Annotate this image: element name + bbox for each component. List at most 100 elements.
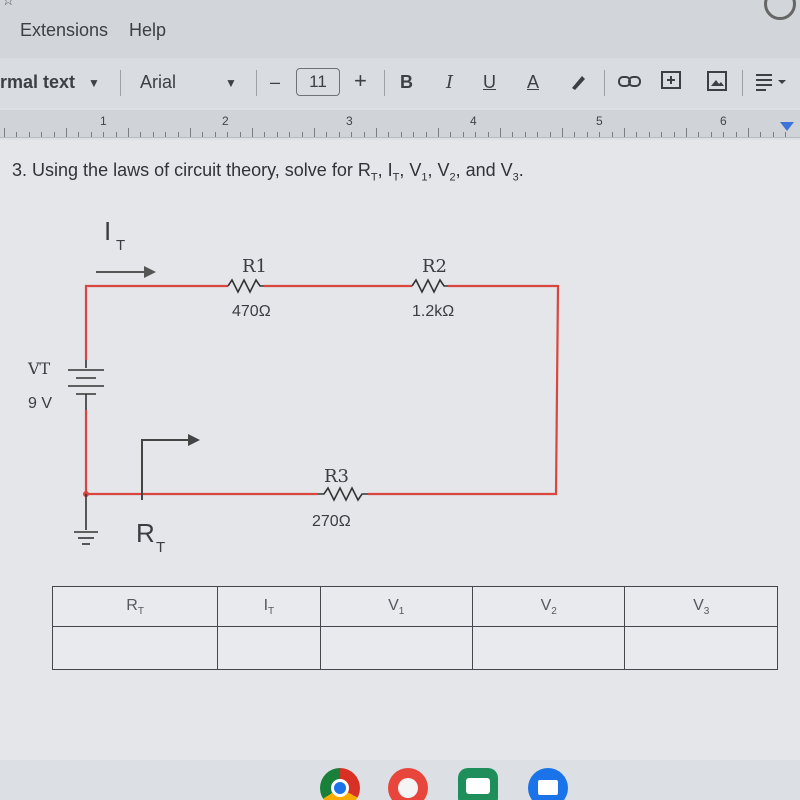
- ruler-tick: [748, 128, 749, 137]
- resistor-r2: R2 1.2kΩ: [411, 256, 454, 320]
- menu-bar: ☆ Extensions Help: [0, 0, 800, 58]
- question-part: , V: [427, 160, 450, 180]
- decrease-font-button[interactable]: –: [270, 72, 281, 92]
- answer-cell-rt[interactable]: [51, 626, 219, 670]
- style-select[interactable]: rmal text: [0, 72, 76, 92]
- divider: [604, 70, 605, 96]
- ruler-tick: [524, 132, 526, 137]
- r2-value: 1.2kΩ: [412, 303, 454, 320]
- italic-button[interactable]: I: [446, 72, 454, 93]
- star-icon[interactable]: ☆: [2, 0, 15, 8]
- ruler-number: 3: [346, 114, 353, 128]
- header-v2: V2: [471, 585, 626, 628]
- ruler-tick: [710, 132, 712, 137]
- ruler-number: 6: [720, 114, 727, 128]
- battery-icon: [68, 360, 104, 410]
- ruler-tick: [103, 132, 105, 137]
- ruler-tick: [214, 132, 216, 137]
- font-size-input[interactable]: 11: [296, 68, 340, 96]
- formatting-toolbar: rmal text ▼ Arial ▼ – 11 + B I U A: [0, 58, 800, 108]
- subscript: T: [392, 171, 400, 184]
- question-text: 3. Using the laws of circuit theory, sol…: [12, 160, 524, 184]
- question-part: , V: [399, 160, 422, 180]
- r1-name: R1: [242, 256, 267, 277]
- ruler-tick: [66, 128, 67, 137]
- indent-marker-icon[interactable]: [780, 122, 794, 132]
- ruler-tick: [636, 132, 638, 137]
- bold-button[interactable]: B: [400, 72, 413, 92]
- answer-cell-v2[interactable]: [471, 626, 626, 670]
- ground-icon: [74, 494, 98, 545]
- ruler-tick: [388, 132, 390, 137]
- ruler-tick: [264, 132, 266, 137]
- answer-cell-it[interactable]: [217, 626, 321, 670]
- ruler-tick: [53, 132, 55, 137]
- ruler-number: 5: [596, 114, 603, 128]
- ruler-tick: [301, 132, 303, 137]
- ruler-tick: [16, 132, 18, 137]
- ruler-number: 1: [100, 114, 107, 128]
- underline-button[interactable]: U: [483, 72, 496, 92]
- chevron-down-icon[interactable]: ▼: [88, 76, 100, 90]
- source-value: 9 V: [28, 395, 52, 412]
- ruler-tick: [698, 132, 700, 137]
- source-name: VT: [27, 359, 51, 378]
- ruler-tick: [624, 128, 625, 137]
- ruler-tick: [41, 132, 43, 137]
- ruler-tick: [735, 132, 737, 137]
- circuit-wires: [84, 284, 560, 496]
- align-icon[interactable]: [754, 72, 788, 92]
- ruler-tick: [128, 128, 129, 137]
- chrome-icon[interactable]: [320, 768, 360, 800]
- header-it: IT: [217, 585, 321, 628]
- ruler[interactable]: 1 2 3 4 5 6: [0, 110, 800, 138]
- ruler-tick: [165, 132, 167, 137]
- header-rt: RT: [51, 585, 219, 628]
- ruler-tick: [574, 132, 576, 137]
- ruler-tick: [400, 132, 402, 137]
- subscript: 3: [512, 171, 519, 184]
- chevron-down-icon[interactable]: ▼: [225, 76, 237, 90]
- font-select[interactable]: Arial: [140, 72, 177, 92]
- text-color-button[interactable]: A: [527, 72, 540, 92]
- insert-image-icon[interactable]: [706, 70, 728, 92]
- increase-font-button[interactable]: +: [354, 68, 367, 93]
- ruler-tick: [661, 132, 663, 137]
- divider: [384, 70, 385, 96]
- current-label: I: [104, 216, 111, 246]
- ruler-tick: [202, 132, 204, 137]
- ruler-tick: [115, 132, 117, 137]
- history-icon[interactable]: [764, 0, 796, 20]
- add-comment-icon[interactable]: [660, 70, 682, 92]
- ruler-tick: [450, 132, 452, 137]
- menu-extensions[interactable]: Extensions: [20, 20, 109, 40]
- highlight-pen-icon[interactable]: [568, 72, 588, 92]
- question-part: , and V: [455, 160, 513, 180]
- r3-name: R3: [324, 466, 349, 487]
- ruler-tick: [289, 132, 291, 137]
- rt-subscript: T: [156, 539, 165, 556]
- ruler-tick: [772, 132, 774, 137]
- classroom-icon[interactable]: [458, 768, 498, 800]
- answer-cell-v3[interactable]: [624, 626, 778, 670]
- ruler-tick: [487, 132, 489, 137]
- ruler-tick: [239, 132, 241, 137]
- ruler-tick: [512, 132, 514, 137]
- ruler-tick: [4, 128, 5, 137]
- ruler-tick: [338, 132, 340, 137]
- answer-cell-v1[interactable]: [319, 626, 473, 670]
- palette-icon[interactable]: [388, 768, 428, 800]
- files-icon[interactable]: [528, 768, 568, 800]
- ruler-tick: [376, 128, 377, 137]
- link-icon[interactable]: [618, 74, 642, 90]
- rt-label: R: [136, 518, 155, 548]
- subscript: T: [370, 171, 378, 184]
- subscript: 1: [421, 171, 428, 184]
- ruler-number: 4: [470, 114, 477, 128]
- ruler-tick: [686, 128, 687, 137]
- question-prefix: Using the laws of circuit theory, solve …: [32, 160, 371, 180]
- ruler-tick: [252, 128, 253, 137]
- menu-help[interactable]: Help: [129, 20, 167, 40]
- ruler-tick: [28, 132, 30, 137]
- ruler-tick: [438, 128, 439, 137]
